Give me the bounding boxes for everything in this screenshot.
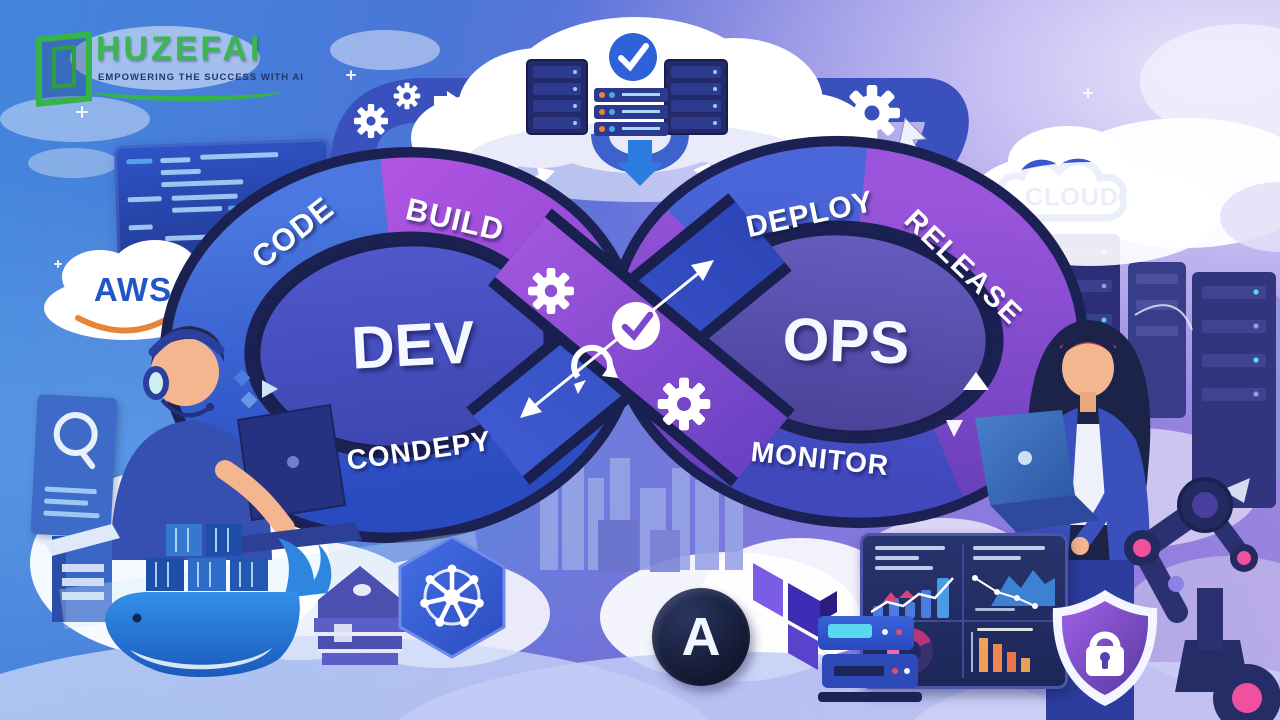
magnifier-icon [52,410,99,458]
dash-text-line [973,546,1045,550]
sparkle-icon [54,260,62,268]
server-unit [818,616,914,650]
cloud-icon [176,274,224,318]
cloud-label: CLOUD [1025,183,1119,212]
code-line [160,157,191,164]
ansible-icon: A [652,588,750,686]
code-line [126,158,153,165]
server-led [892,668,898,674]
sparkle-icon [1198,450,1207,459]
server-led [896,629,902,635]
brand-tagline: EMPOWERING THE SUCCESS WITH AI [98,72,304,83]
server-stack-icon [818,616,924,704]
server-screen [828,624,872,638]
cloud-icon [0,96,150,142]
doc-line [44,486,97,495]
code-line [127,196,162,203]
dash-text-line [875,546,945,550]
brand-name: HUZEFAI [96,30,263,68]
server-unit [822,654,918,688]
sparkle-icon [518,466,527,475]
bar-chart-icon [971,628,1033,672]
server-slot [834,666,884,676]
server-led [904,668,910,674]
code-line [128,224,153,231]
cloud-icon [1010,428,1260,548]
aws-badge: AWS [38,236,228,348]
brand-swoosh [92,80,282,101]
brand-logo: HUZEFAI EMPOWERING THE SUCCESS WITH AI [30,22,350,112]
aws-label: AWS [93,270,173,308]
server-base [818,692,922,702]
dash-divider [871,620,1057,622]
server-led [882,629,888,635]
sparkle-icon [76,106,88,118]
dev-label: DEV [349,308,477,382]
sparkle-icon [346,70,356,80]
search-document-panel [30,394,118,538]
cloud-icon [28,148,118,178]
code-line [160,168,201,176]
code-line [227,205,247,211]
code-line [171,193,238,201]
ansible-letter: A [681,607,721,667]
cloud-icon [330,30,440,70]
dash-text-line [973,556,1021,560]
ops-label: OPS [781,305,911,377]
code-line [172,206,223,213]
dash-divider [962,544,964,678]
dash-text-line [875,556,919,560]
code-line [161,179,244,188]
door-logo-inner [52,44,76,90]
doc-line [43,498,89,506]
doc-line [43,510,100,519]
area-chart-icon [871,577,954,618]
sparkle-icon [900,472,908,480]
cloud-badge: CLOUD [972,126,1172,250]
code-line [200,152,279,160]
line-chart-icon [972,570,1055,611]
sparkle-icon [1083,88,1093,98]
dash-text-line [875,566,933,570]
